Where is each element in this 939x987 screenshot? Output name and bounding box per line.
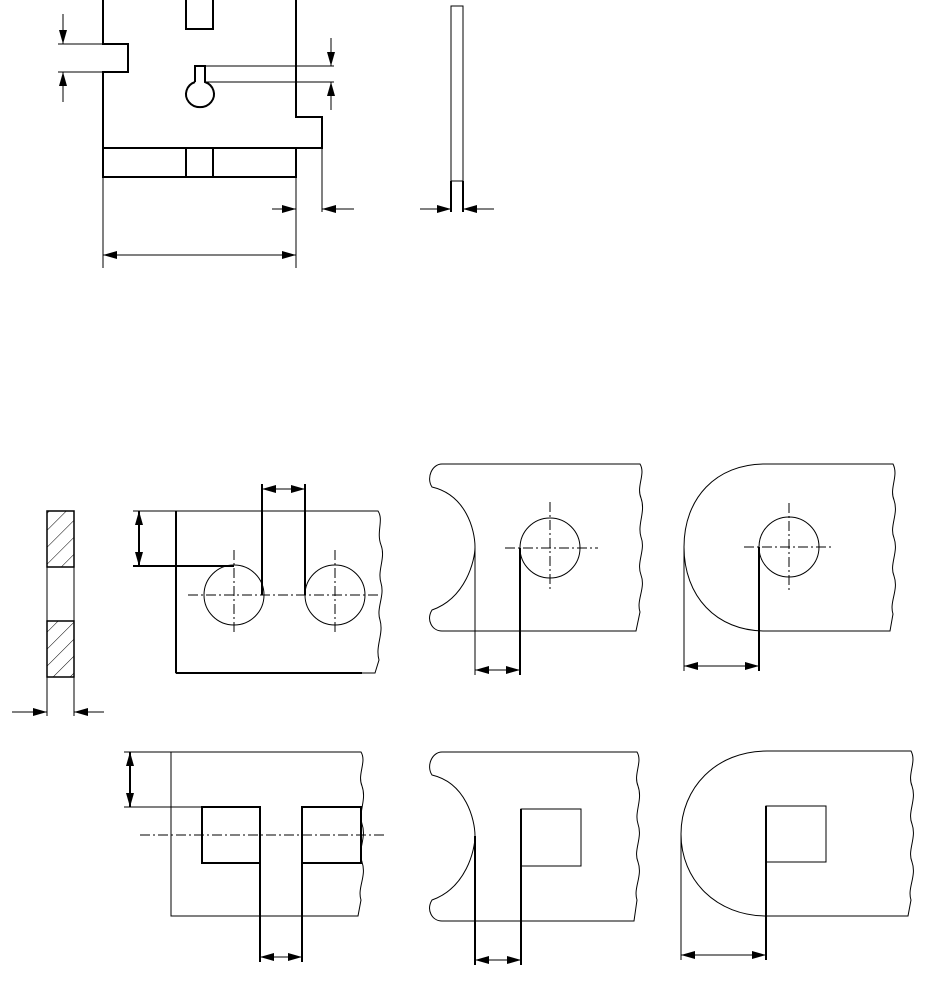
arrow-head	[506, 666, 520, 674]
strip-outline	[430, 752, 640, 921]
bottom-notch	[103, 148, 296, 177]
plate-front-view	[58, 0, 354, 268]
arrow-head	[33, 708, 47, 716]
round-hole-near-rounded-end	[684, 464, 895, 671]
arrow-head	[103, 251, 117, 259]
arrow-head	[507, 956, 521, 964]
arrow-head	[282, 251, 296, 259]
arrow-head	[475, 956, 489, 964]
arrow-head	[437, 205, 451, 213]
arrow-head	[745, 662, 759, 670]
arrow-head	[684, 662, 698, 670]
arrow-head	[288, 953, 302, 961]
arrow-head	[59, 72, 67, 86]
side-body	[451, 6, 463, 181]
arrow-head	[135, 511, 143, 525]
arrow-head	[752, 951, 766, 959]
arrow-head	[282, 205, 296, 213]
round-holes-edge-distance	[133, 484, 383, 673]
arrow-head	[681, 951, 695, 959]
arrow-head	[327, 82, 335, 96]
plate-side-view	[420, 6, 494, 213]
arrow-head	[322, 205, 336, 213]
arrow-head	[74, 708, 88, 716]
round-hole-near-concave-end	[430, 464, 643, 675]
arrow-head	[463, 205, 477, 213]
arrow-head	[126, 752, 134, 766]
arrow-head	[262, 485, 276, 493]
top-notch	[186, 0, 213, 29]
strip-outline	[171, 752, 364, 916]
section-hole	[47, 567, 74, 621]
section-hatch-top	[47, 511, 74, 567]
strip-outline	[681, 751, 913, 916]
square-hole	[521, 809, 581, 866]
arrow-head	[327, 52, 335, 66]
keyhole-slot	[186, 66, 214, 107]
arrow-head	[126, 793, 134, 807]
section-hatch-bottom	[47, 621, 74, 677]
arrow-head	[291, 485, 305, 493]
square-hole-near-concave-end	[430, 752, 640, 965]
arrow-head	[135, 552, 143, 566]
arrow-head	[59, 30, 67, 44]
arrow-head	[260, 953, 274, 961]
square-hole	[766, 806, 826, 862]
square-holes-edge-distance	[124, 752, 386, 962]
arrow-head	[475, 666, 489, 674]
square-hole-near-rounded-end	[681, 751, 913, 960]
strip-outline	[176, 511, 383, 673]
strip-section-view	[12, 511, 104, 716]
